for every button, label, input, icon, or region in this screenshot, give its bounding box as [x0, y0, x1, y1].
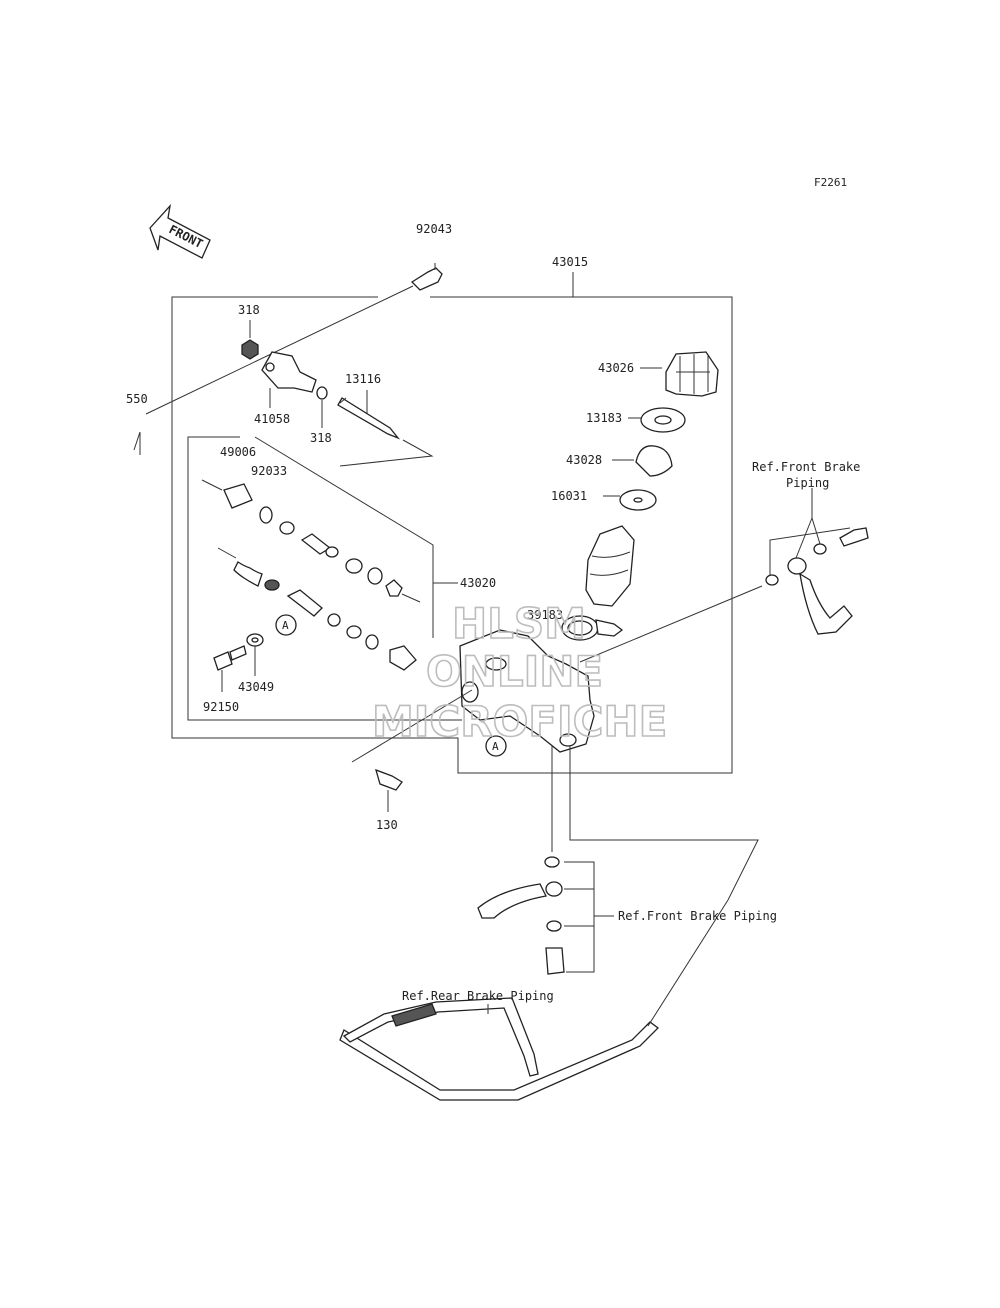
label-41058: 41058 — [254, 412, 290, 426]
piston-kit-parts — [201, 479, 421, 671]
bolt-130 — [351, 689, 473, 812]
lever-bracket-41058 — [261, 351, 317, 408]
label-92043: 92043 — [416, 222, 452, 236]
marker-a-body: A — [485, 735, 507, 757]
master-cylinder-body — [459, 629, 595, 753]
plate-13183 — [628, 407, 686, 433]
washer-43049 — [246, 633, 264, 676]
marker-a-body-label: A — [492, 740, 499, 753]
bracket-43015 — [171, 272, 733, 774]
label-16031: 16031 — [551, 489, 587, 503]
ref-front-brake-bottom: Ref.Front Brake Piping — [618, 909, 777, 923]
label-49006: 49006 — [220, 445, 256, 459]
label-550: 550 — [126, 392, 148, 406]
clamp-39183 — [561, 615, 624, 641]
label-13116: 13116 — [345, 372, 381, 386]
marker-a-left-label: A — [282, 619, 289, 632]
cylinder-outlet-lines — [551, 746, 759, 901]
bracket-43020 — [187, 436, 462, 721]
ref-rear-brake: Ref.Rear Brake Piping — [402, 989, 554, 1003]
label-130: 130 — [376, 818, 398, 832]
ref-front-brake-top-line2: Piping — [786, 476, 829, 490]
diaphragm-43028 — [612, 445, 673, 477]
label-43020: 43020 — [460, 576, 496, 590]
label-43028: 43028 — [566, 453, 602, 467]
label-92033: 92033 — [251, 464, 287, 478]
label-13183: 13183 — [586, 411, 622, 425]
figure-code: F2261 — [814, 176, 847, 189]
label-43049: 43049 — [238, 680, 274, 694]
watermark-line3: MICROFICHE — [372, 697, 667, 746]
nut-318-top — [241, 320, 259, 360]
front-arrow-icon: FRONT — [149, 203, 211, 259]
label-43015: 43015 — [552, 255, 588, 269]
label-43026: 43026 — [598, 361, 634, 375]
front-brake-piping-lower — [477, 856, 614, 975]
reservoir-cap-43026 — [640, 351, 719, 397]
watermark-line1: HLSM — [452, 599, 586, 648]
nut-318-bottom — [316, 386, 328, 428]
pin-13116 — [337, 397, 401, 440]
label-39183: 39183 — [527, 608, 563, 622]
reservoir-body — [585, 525, 635, 607]
watermark-line2: ONLINE — [426, 647, 603, 696]
marker-a-left: A — [275, 614, 297, 636]
front-brake-piping-top — [579, 488, 869, 663]
label-318-top: 318 — [238, 303, 260, 317]
plate-16031 — [603, 489, 657, 511]
bolt-92043 — [410, 263, 443, 291]
watermark: HLSM ONLINE MICROFICHE — [371, 598, 668, 747]
label-318-bottom: 318 — [310, 431, 332, 445]
bolt-92150 — [213, 645, 247, 692]
label-92150: 92150 — [203, 700, 239, 714]
ref-front-brake-top-line1: Ref.Front Brake — [752, 460, 860, 474]
rear-brake-piping — [339, 899, 729, 1101]
